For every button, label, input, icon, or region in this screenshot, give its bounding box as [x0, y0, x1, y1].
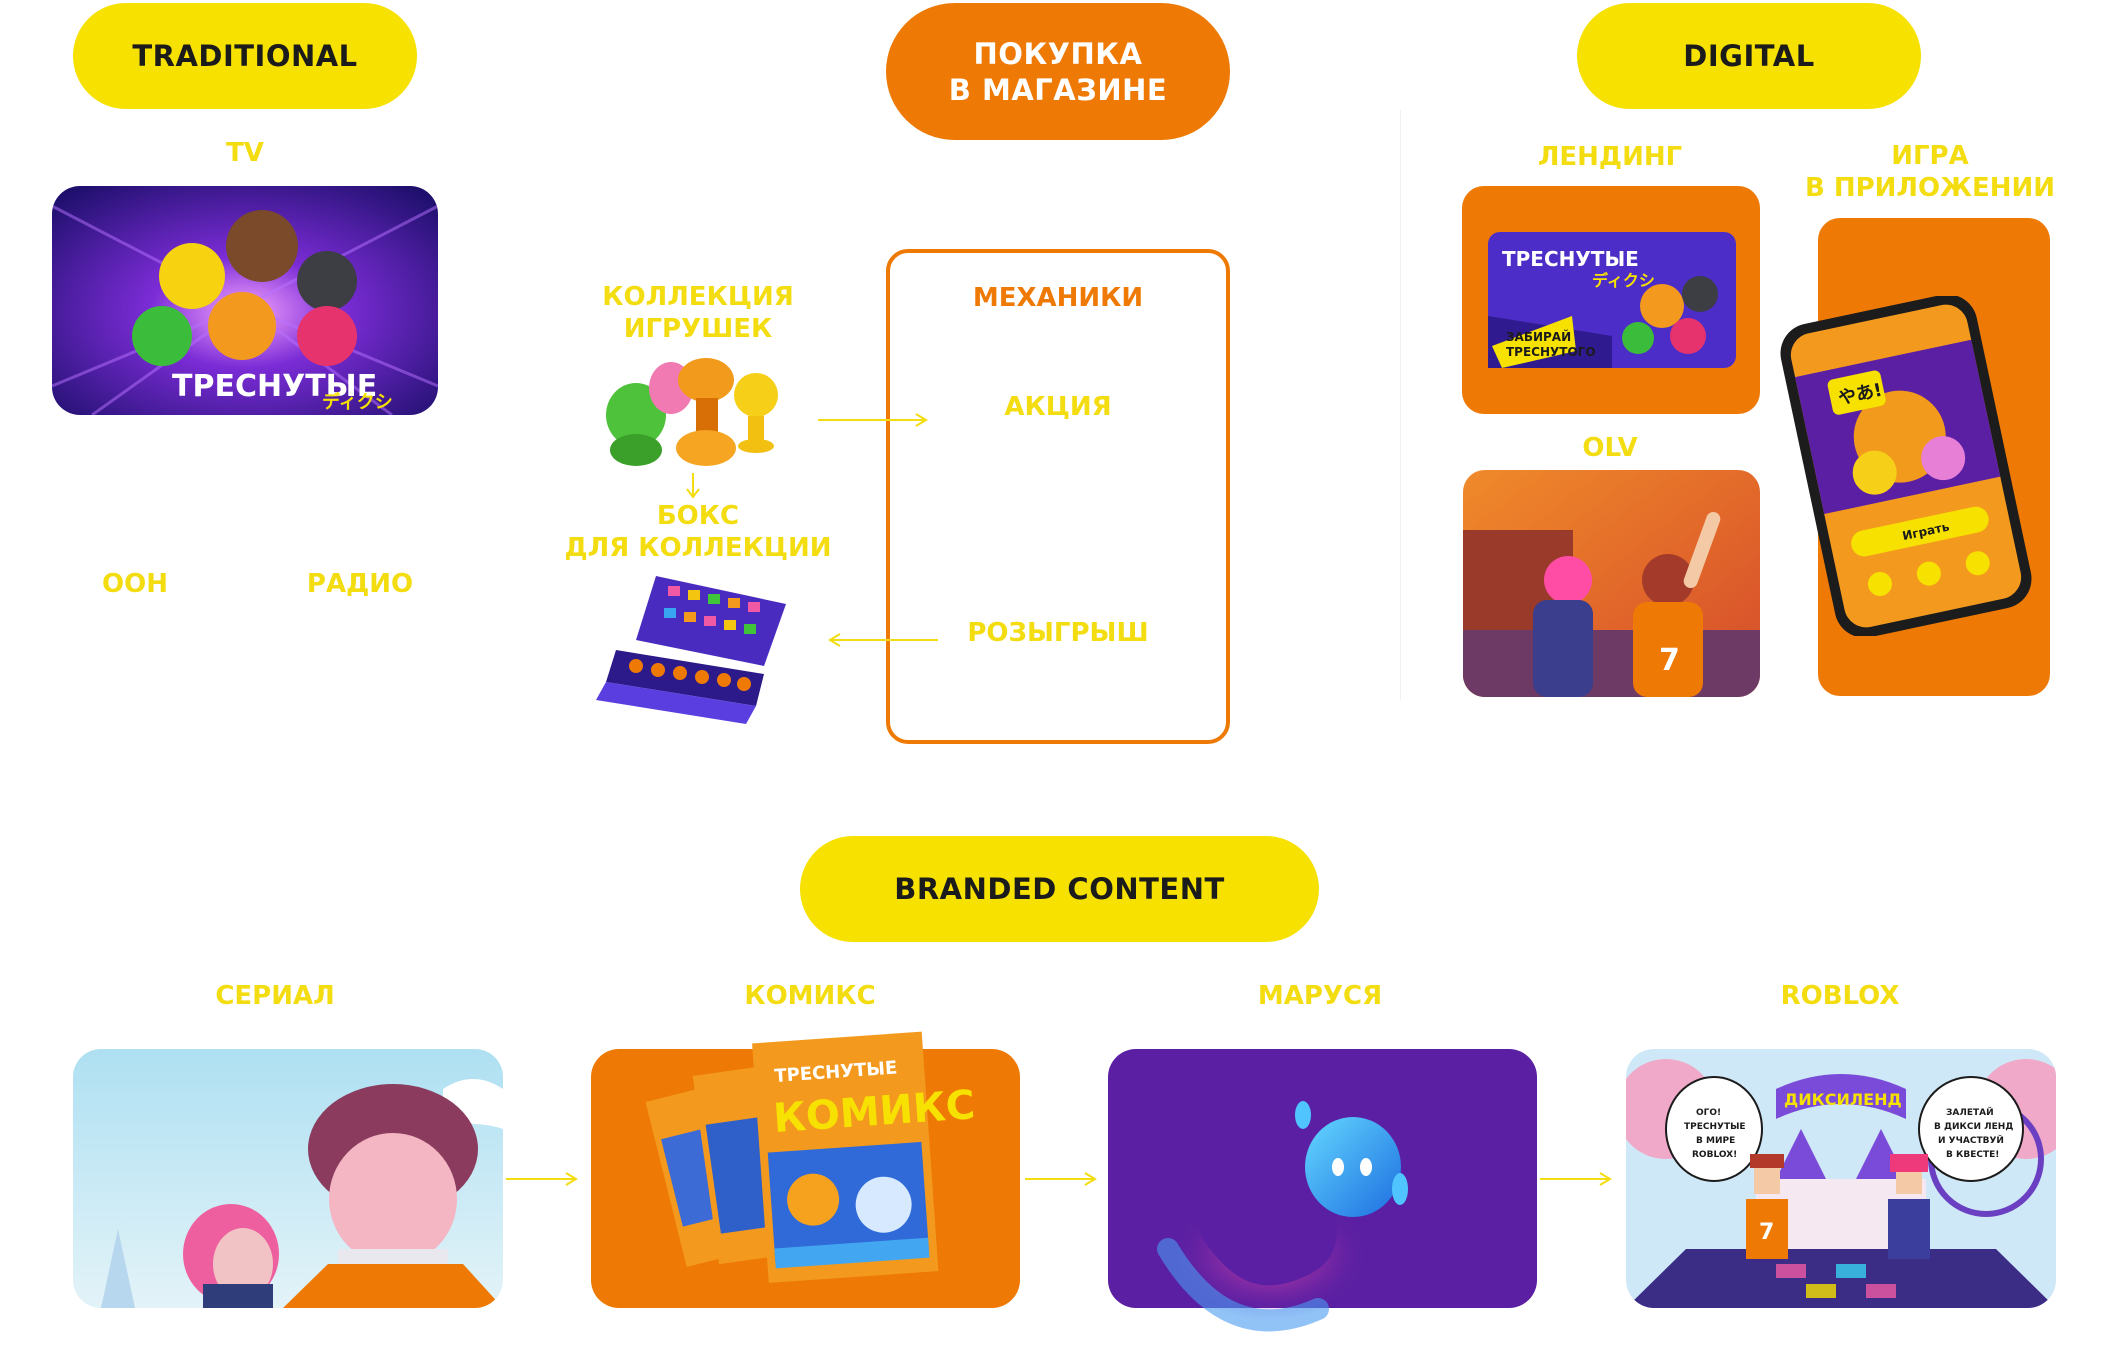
traditional-pill-label: TRADITIONAL [132, 39, 358, 73]
tv-card-sub: ディクシ [322, 391, 393, 413]
ooh-label: OOH [102, 569, 168, 599]
marusya-to-roblox-arrow [1540, 1172, 1612, 1186]
mechanics-frame [886, 249, 1230, 744]
comic-to-marusya-arrow [1025, 1172, 1097, 1186]
series-label: СЕРИАЛ [215, 981, 335, 1011]
mechanics-label: МЕХАНИКИ [972, 283, 1144, 313]
svg-text:И УЧАСТВУЙ: И УЧАСТВУЙ [1938, 1134, 2004, 1146]
traditional-pill: TRADITIONAL [73, 3, 417, 109]
olv-card: 7 [1463, 470, 1760, 697]
tv-card-title: ТРЕСНУТЫЕ [172, 369, 377, 404]
digital-divider [1400, 110, 1401, 700]
landing-card: ТРЕСНУТЫЕ ディクシ ЗАБИРАЙ ТРЕСНУТОГО [1462, 186, 1760, 414]
landing-sub: ディクシ [1592, 271, 1655, 290]
collection-box-label: БОКС ДЛЯ КОЛЛЕКЦИИ [564, 501, 832, 563]
series-to-comic-arrow [506, 1172, 578, 1186]
svg-text:ТРЕСНУТОГО: ТРЕСНУТОГО [1506, 345, 1596, 359]
roblox-bubble-right: ЗАЛЕТАЙ [1946, 1106, 1994, 1118]
in-store-pill: ПОКУПКА В МАГАЗИНЕ [886, 3, 1230, 140]
comic-card: ТРЕСНУТЫЕ КОМИКС [591, 1031, 1020, 1308]
digital-pill: DIGITAL [1577, 3, 1921, 109]
raffle-to-box-arrow [828, 633, 938, 647]
marusya-card [1108, 1049, 1537, 1339]
game-play-button[interactable] [1849, 504, 1991, 559]
phone-mockup: やあ! Играть [1776, 296, 2036, 636]
roblox-bubble-left: ОГО! [1696, 1108, 1721, 1118]
promo-label: АКЦИЯ [1004, 392, 1112, 422]
collection-to-promo-arrow [818, 413, 928, 427]
landing-title: ТРЕСНУТЫЕ [1502, 247, 1639, 271]
collection-to-box-arrow [686, 473, 700, 499]
comic-label: КОМИКС [744, 981, 876, 1011]
svg-text:ТРЕСНУТЫЕ: ТРЕСНУТЫЕ [1684, 1122, 1746, 1132]
marusya-label: МАРУСЯ [1257, 981, 1383, 1011]
game-in-app-label: ИГРА В ПРИЛОЖЕНИИ [1804, 141, 2055, 203]
svg-text:В МИРЕ: В МИРЕ [1696, 1136, 1735, 1146]
landing-slogan: ЗАБИРАЙ [1506, 329, 1571, 344]
olv-label: OLV [1582, 433, 1638, 463]
in-store-pill-label: ПОКУПКА В МАГАЗИНЕ [948, 36, 1168, 107]
branded-content-pill-label: BRANDED CONTENT [894, 872, 1225, 906]
roblox-sign: ДИКСИЛЕНД [1784, 1090, 1902, 1109]
svg-text:ROBLOX!: ROBLOX! [1692, 1150, 1737, 1160]
digital-pill-label: DIGITAL [1683, 39, 1815, 73]
raffle-label: РОЗЫГРЫШ [967, 618, 1149, 648]
collection-box-image [596, 574, 786, 724]
series-card [73, 1049, 503, 1308]
svg-text:7: 7 [1759, 1220, 1774, 1245]
svg-text:В ДИКСИ ЛЕНД: В ДИКСИ ЛЕНД [1934, 1122, 2013, 1132]
svg-text:В КВЕСТЕ!: В КВЕСТЕ! [1946, 1150, 1999, 1160]
svg-text:7: 7 [1659, 643, 1680, 678]
landing-label: ЛЕНДИНГ [1537, 142, 1683, 172]
branded-content-pill: BRANDED CONTENT [800, 836, 1319, 942]
radio-label: РАДИО [306, 569, 414, 599]
roblox-label: ROBLOX [1780, 981, 1900, 1011]
roblox-card: ДИКСИЛЕНД ОГО! ТРЕСНУТЫЕ В МИРЕ ROBLOX! … [1626, 1049, 2056, 1308]
tv-card: ТРЕСНУТЫЕ ディクシ [52, 186, 438, 415]
toy-collection-image [596, 340, 796, 470]
toy-collection-label: КОЛЛЕКЦИЯ ИГРУШЕК [602, 282, 794, 344]
tv-label: TV [226, 138, 264, 168]
